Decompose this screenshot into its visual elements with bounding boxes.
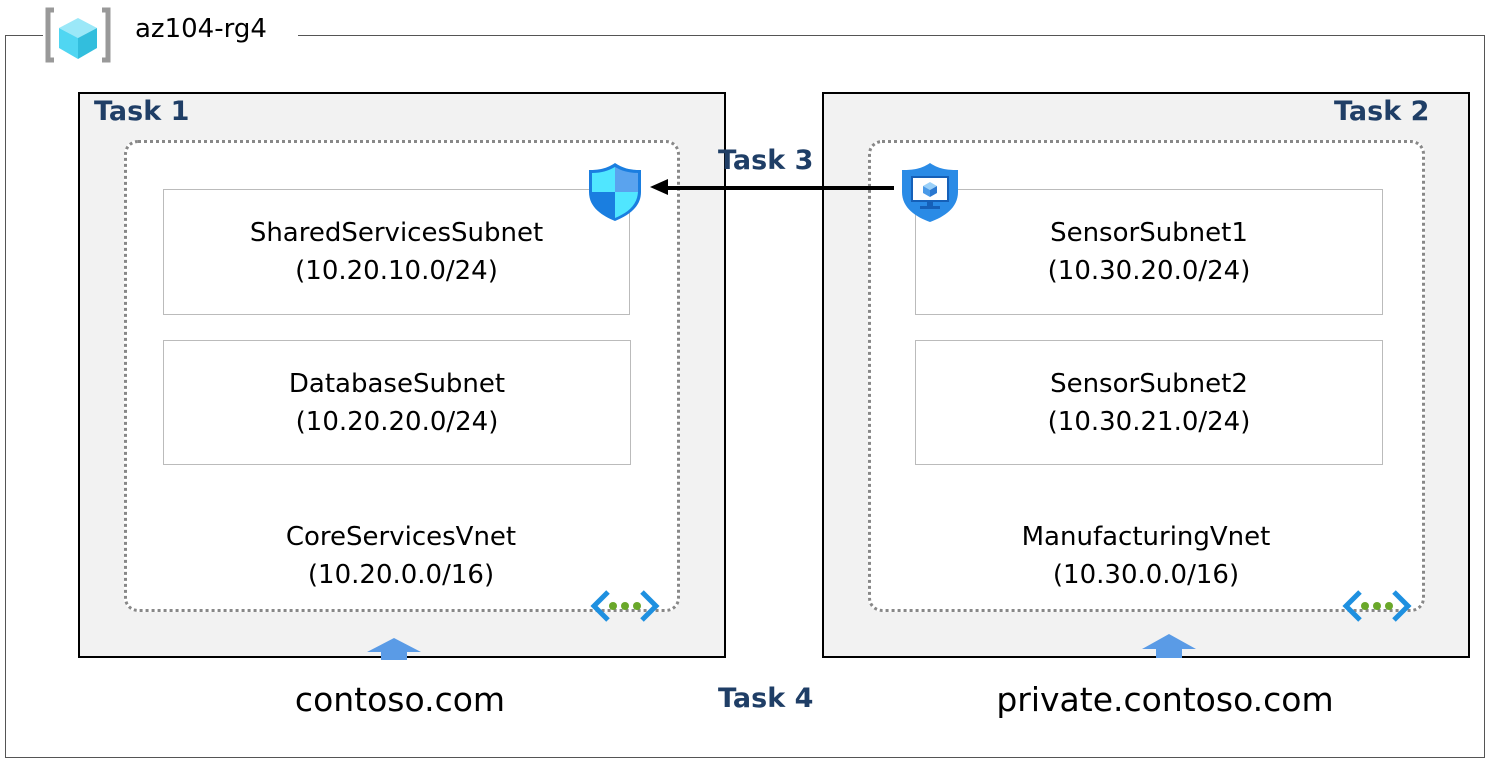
sensor-subnet2: SensorSubnet2 (10.30.21.0/24) <box>915 340 1383 465</box>
resource-group-icon <box>45 7 111 63</box>
subnet-name: SharedServicesSubnet <box>249 218 544 248</box>
subnet-cidr: (10.30.20.0/24) <box>1047 256 1251 286</box>
subnet-name: DatabaseSubnet <box>288 368 506 399</box>
dns-zone-private-contoso: private.contoso.com <box>996 680 1334 719</box>
vnet-cidr: (10.20.0.0/16) <box>307 560 495 590</box>
application-security-group-icon <box>902 163 958 222</box>
subnet-name: SensorSubnet2 <box>1050 368 1248 399</box>
resource-group-frame <box>5 35 1485 758</box>
peering-arrow <box>650 179 894 195</box>
dns-zone-contoso: contoso.com <box>294 680 506 719</box>
virtual-network-icon <box>1342 590 1412 622</box>
frame-top-left <box>5 35 43 36</box>
subnet-cidr: (10.20.10.0/24) <box>295 256 498 286</box>
virtual-network-icon <box>590 590 660 622</box>
up-arrow-icon <box>1142 634 1196 658</box>
vnet-name: ManufacturingVnet <box>1021 522 1271 552</box>
subnet-cidr: (10.20.20.0/24) <box>295 406 499 437</box>
subnet-name: SensorSubnet1 <box>1050 218 1248 248</box>
shared-services-subnet: SharedServicesSubnet (10.20.10.0/24) <box>163 189 630 315</box>
vnet-cidr: (10.30.0.0/16) <box>1052 560 1240 590</box>
database-subnet: DatabaseSubnet (10.20.20.0/24) <box>163 340 631 465</box>
network-security-group-icon <box>589 163 641 221</box>
up-arrow-icon <box>367 638 421 660</box>
task1-label: Task 1 <box>94 96 190 127</box>
core-vnet-label: CoreServicesVnet (10.20.0.0/16) <box>163 518 639 594</box>
frame-top-right <box>298 35 1484 36</box>
manufacturing-vnet-label: ManufacturingVnet (10.30.0.0/16) <box>908 518 1384 594</box>
vnet-name: CoreServicesVnet <box>285 522 517 552</box>
task2-label: Task 2 <box>1334 96 1430 127</box>
sensor-subnet1: SensorSubnet1 (10.30.20.0/24) <box>915 189 1383 315</box>
subnet-cidr: (10.30.21.0/24) <box>1047 406 1251 437</box>
task4-label: Task 4 <box>718 683 814 714</box>
task3-label: Task 3 <box>718 145 814 176</box>
resource-group-name: az104-rg4 <box>135 14 267 44</box>
